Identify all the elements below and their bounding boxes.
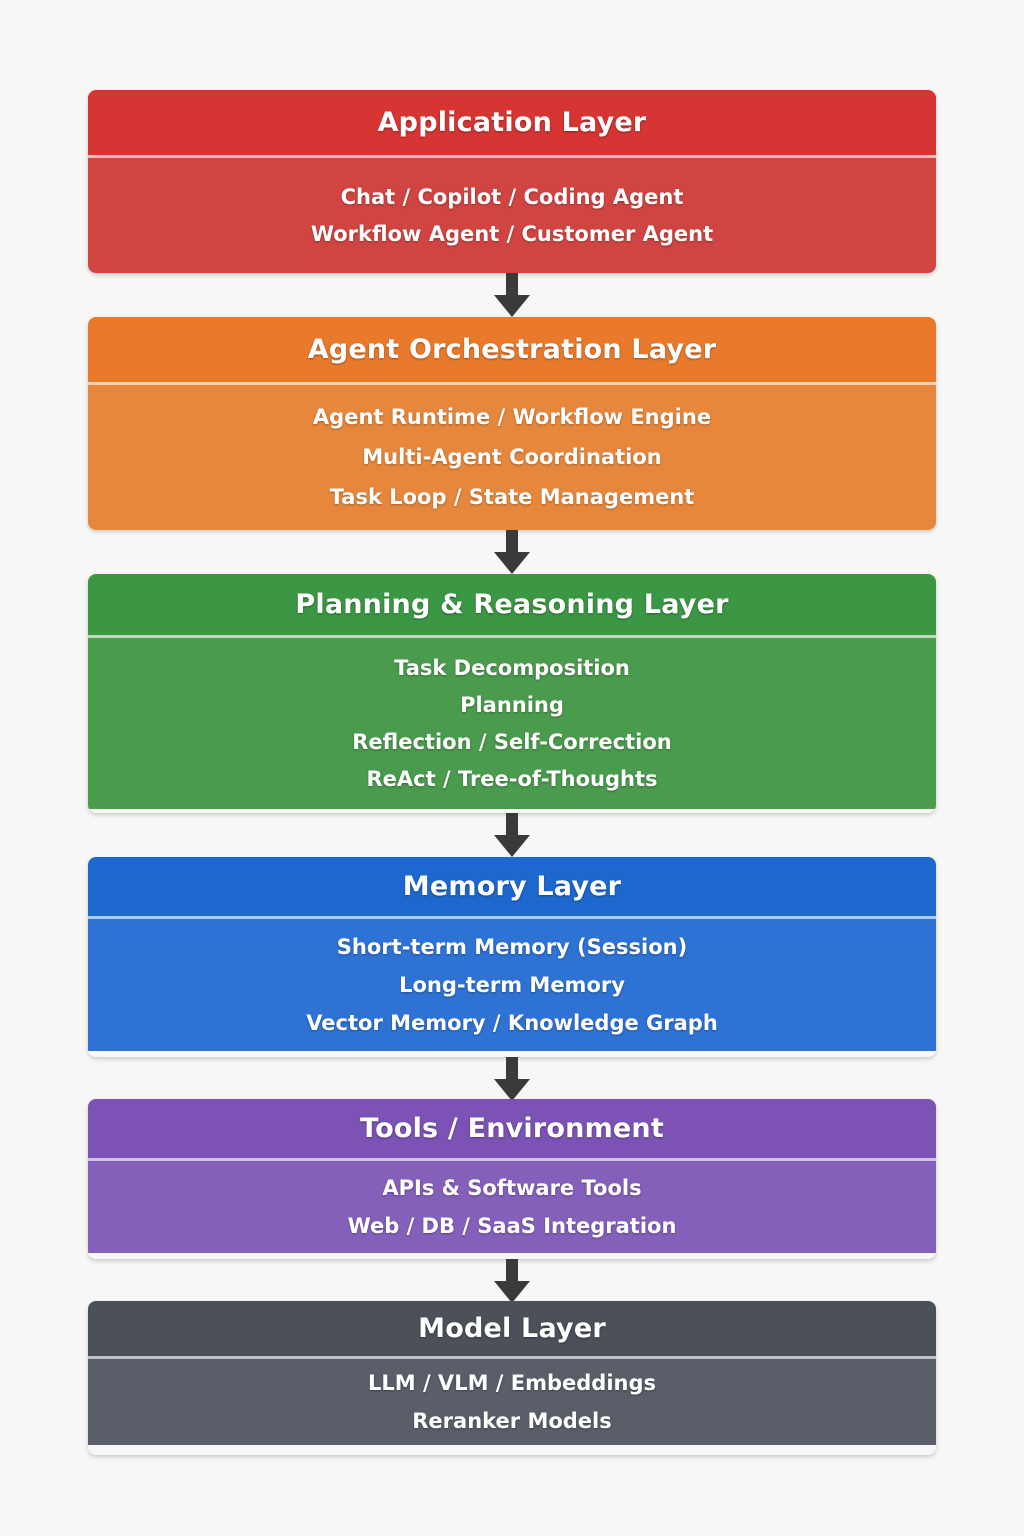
layer-body: Chat / Copilot / Coding Agent Workflow A… <box>88 158 936 273</box>
layer-item: ReAct / Tree-of-Thoughts <box>366 766 658 791</box>
layer-item: APIs & Software Tools <box>382 1175 642 1200</box>
layer-item: Agent Runtime / Workflow Engine <box>312 405 712 429</box>
layer-header: Memory Layer <box>88 857 936 919</box>
down-arrow-icon <box>492 273 532 317</box>
layer-title: Memory Layer <box>402 871 622 902</box>
memory-layer-box: Memory Layer Short-term Memory (Session)… <box>88 857 936 1057</box>
layer-header: Application Layer <box>88 90 936 158</box>
model-layer-box: Model Layer LLM / VLM / Embeddings Reran… <box>88 1301 936 1455</box>
layer-body: Short-term Memory (Session) Long-term Me… <box>88 919 936 1051</box>
layer-item: Reranker Models <box>412 1408 612 1433</box>
layer-item: Chat / Copilot / Coding Agent <box>340 184 684 209</box>
down-arrow-icon <box>492 813 532 857</box>
layer-item: Vector Memory / Knowledge Graph <box>306 1010 718 1035</box>
tools-environment-layer-box: Tools / Environment APIs & Software Tool… <box>88 1099 936 1259</box>
layer-title: Tools / Environment <box>360 1113 664 1144</box>
down-arrow-icon <box>492 1259 532 1303</box>
layer-header: Planning & Reasoning Layer <box>88 574 936 638</box>
layer-header: Tools / Environment <box>88 1099 936 1161</box>
agent-orchestration-layer-box: Agent Orchestration Layer Agent Runtime … <box>88 317 936 530</box>
layer-item: Short-term Memory (Session) <box>336 934 688 959</box>
layer-body: Agent Runtime / Workflow Engine Multi-Ag… <box>88 385 936 530</box>
layer-item: Workflow Agent / Customer Agent <box>310 221 714 246</box>
layer-item: Task Loop / State Management <box>329 485 695 509</box>
layer-item: LLM / VLM / Embeddings <box>367 1370 657 1395</box>
layer-header: Model Layer <box>88 1301 936 1359</box>
layer-item: Reflection / Self-Correction <box>352 729 672 754</box>
layer-title: Agent Orchestration Layer <box>307 334 717 365</box>
layer-title: Model Layer <box>418 1313 606 1344</box>
layer-body: APIs & Software Tools Web / DB / SaaS In… <box>88 1161 936 1253</box>
layer-item: Long-term Memory <box>399 972 625 997</box>
down-arrow-icon <box>492 530 532 574</box>
layer-item: Multi-Agent Coordination <box>362 445 662 469</box>
layer-body: Task Decomposition Planning Reflection /… <box>88 638 936 809</box>
planning-reasoning-layer-box: Planning & Reasoning Layer Task Decompos… <box>88 574 936 813</box>
layer-item: Task Decomposition <box>394 655 630 680</box>
layer-title: Application Layer <box>377 107 647 138</box>
layer-title: Planning & Reasoning Layer <box>295 589 729 620</box>
layer-item: Web / DB / SaaS Integration <box>347 1213 677 1238</box>
layer-header: Agent Orchestration Layer <box>88 317 936 385</box>
down-arrow-icon <box>492 1057 532 1101</box>
application-layer-box: Application Layer Chat / Copilot / Codin… <box>88 90 936 273</box>
layer-body: LLM / VLM / Embeddings Reranker Models <box>88 1359 936 1445</box>
layer-item: Planning <box>460 692 564 717</box>
